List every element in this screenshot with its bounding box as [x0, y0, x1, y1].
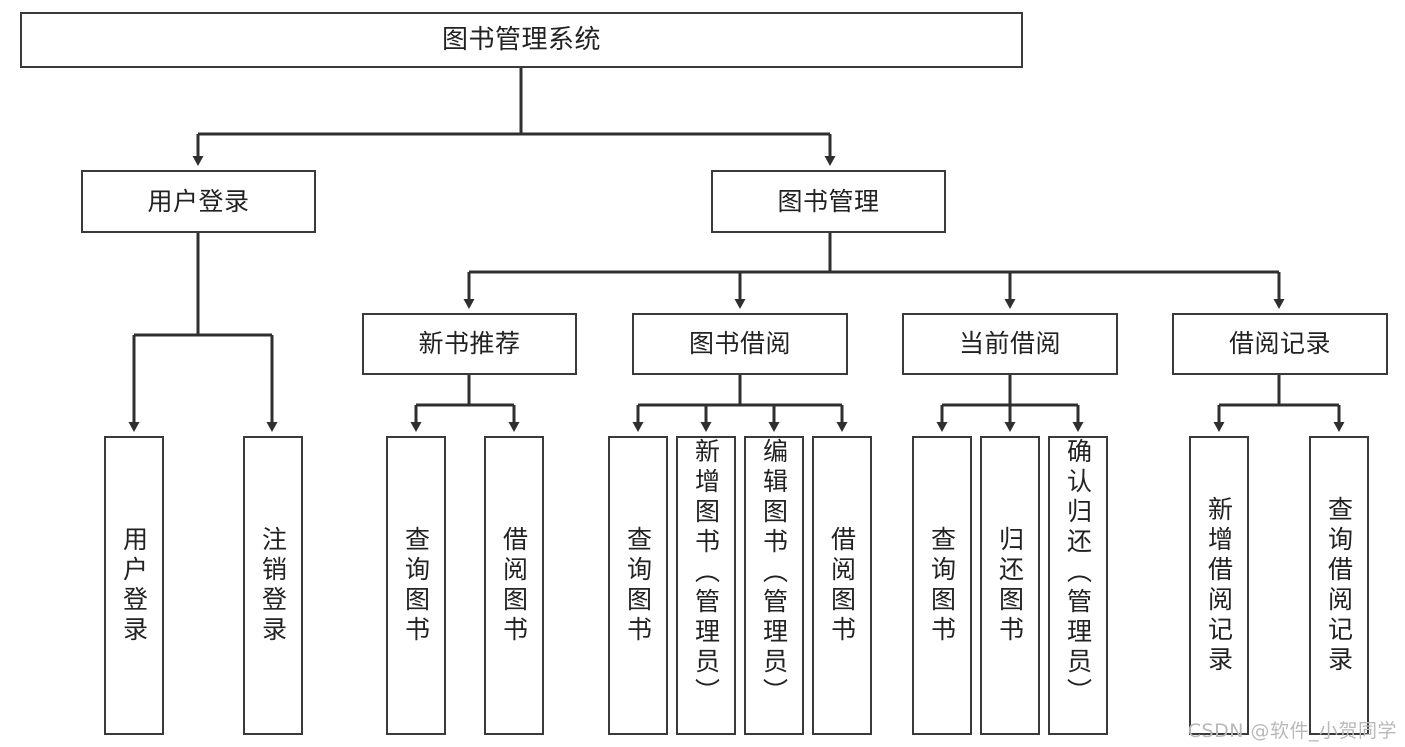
node-current-borrow[interactable]: 当前借阅 — [902, 313, 1118, 375]
node-label: 借阅图书 — [827, 525, 857, 646]
node-label: 借阅记录 — [1228, 329, 1331, 359]
node-leaf-borrow-book-recommend[interactable]: 借阅图书 — [484, 436, 544, 735]
node-label: 当前借阅 — [958, 329, 1061, 359]
node-label: 确认归还（管理员） — [1063, 438, 1093, 708]
node-leaf-return-book[interactable]: 归还图书 — [980, 436, 1040, 735]
node-leaf-borrow-book[interactable]: 借阅图书 — [812, 436, 872, 735]
node-book-borrow[interactable]: 图书借阅 — [632, 313, 848, 375]
node-label: 归还图书 — [995, 525, 1025, 646]
node-label: 用户登录 — [119, 525, 149, 646]
node-label: 编辑图书（管理员） — [759, 438, 789, 708]
node-label: 图书管理 — [777, 186, 880, 216]
node-leaf-add-book-admin[interactable]: 新增图书（管理员） — [676, 436, 736, 735]
node-label: 借阅图书 — [499, 525, 529, 646]
node-leaf-query-book-current[interactable]: 查询图书 — [912, 436, 972, 735]
node-label: 新增借阅记录 — [1204, 495, 1234, 676]
node-root-system[interactable]: 图书管理系统 — [20, 12, 1023, 68]
node-leaf-add-borrow-record[interactable]: 新增借阅记录 — [1189, 436, 1249, 735]
csdn-watermark: CSDN @软件_小贺同学 — [1187, 720, 1397, 742]
node-label: 查询图书 — [927, 525, 957, 646]
node-leaf-query-borrow-record[interactable]: 查询借阅记录 — [1309, 436, 1369, 735]
node-user-login[interactable]: 用户登录 — [81, 170, 316, 233]
node-label: 图书管理系统 — [441, 24, 601, 55]
node-label: 注销登录 — [258, 525, 288, 646]
node-new-book-recommend[interactable]: 新书推荐 — [362, 313, 577, 375]
node-label: 图书借阅 — [688, 329, 791, 359]
node-leaf-logout[interactable]: 注销登录 — [243, 436, 303, 735]
node-leaf-query-book-recommend[interactable]: 查询图书 — [386, 436, 446, 735]
node-label: 查询图书 — [401, 525, 431, 646]
node-leaf-confirm-return-admin[interactable]: 确认归还（管理员） — [1048, 436, 1108, 735]
node-book-management[interactable]: 图书管理 — [711, 170, 946, 233]
node-leaf-query-book-borrow[interactable]: 查询图书 — [608, 436, 668, 735]
node-label: 新增图书（管理员） — [691, 438, 721, 708]
node-leaf-edit-book-admin[interactable]: 编辑图书（管理员） — [744, 436, 804, 735]
node-borrow-record[interactable]: 借阅记录 — [1172, 313, 1388, 375]
node-label: 查询借阅记录 — [1324, 495, 1354, 676]
node-leaf-user-login[interactable]: 用户登录 — [104, 436, 164, 735]
node-label: 查询图书 — [623, 525, 653, 646]
node-label: 新书推荐 — [418, 329, 521, 359]
node-label: 用户登录 — [147, 186, 250, 216]
